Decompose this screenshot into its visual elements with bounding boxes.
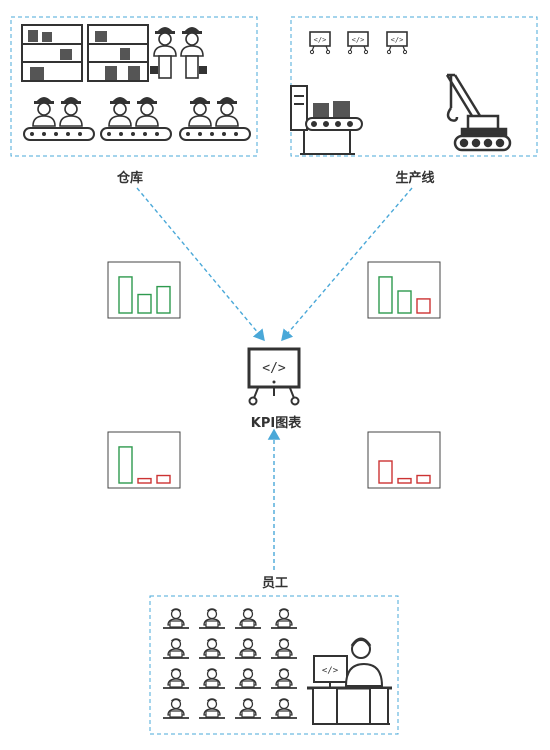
connectors bbox=[136, 187, 413, 570]
worker-icon bbox=[150, 26, 207, 79]
mini-chart-bar bbox=[397, 477, 412, 484]
mini-chart-top-left bbox=[107, 261, 181, 319]
employee-desk-icon bbox=[162, 608, 298, 719]
employee-desk-icon bbox=[234, 668, 262, 689]
crane-icon bbox=[445, 73, 512, 152]
mini-chart-bar bbox=[416, 474, 431, 484]
employee-desk-icon bbox=[162, 698, 190, 719]
warehouse-frame bbox=[10, 16, 258, 157]
kpi-chart-label: KPI图表 bbox=[250, 416, 302, 431]
production-label: 生产线 bbox=[395, 171, 435, 186]
mini-chart-bar bbox=[378, 460, 393, 484]
production-group bbox=[290, 16, 538, 157]
employee-desk-icon bbox=[270, 638, 298, 659]
mini-charts bbox=[107, 261, 441, 489]
mini-chart-bar bbox=[397, 290, 412, 314]
svg-text:</>: </> bbox=[322, 666, 339, 676]
mini-chart-bar bbox=[378, 276, 393, 314]
mini-chart-bar bbox=[156, 285, 171, 314]
mini-chart-top-right bbox=[367, 261, 441, 319]
mini-chart-bar bbox=[137, 293, 152, 314]
warehouse-group bbox=[10, 16, 258, 157]
staff-group: </> bbox=[149, 595, 399, 735]
employee-desk-icon bbox=[270, 668, 298, 689]
employee-desk-icon bbox=[234, 638, 262, 659]
mini-chart-bar bbox=[118, 276, 133, 314]
employee-desk-icon bbox=[198, 608, 226, 629]
conveyor-worker-icon bbox=[23, 96, 251, 141]
kpi-monitor-icon: </> bbox=[247, 347, 301, 406]
connector-production-to-kpi bbox=[281, 187, 413, 342]
mini-chart-bar bbox=[137, 477, 152, 484]
shelving-icon bbox=[21, 24, 149, 82]
staff-label: 员工 bbox=[261, 576, 288, 591]
mini-chart-bottom-right bbox=[367, 431, 441, 489]
employee-desk-icon bbox=[162, 608, 190, 629]
support-agent-icon: </> bbox=[307, 637, 392, 725]
employee-desk-icon bbox=[198, 668, 226, 689]
employee-desk-icon bbox=[198, 638, 226, 659]
staff-frame bbox=[149, 595, 399, 735]
monitor-icon bbox=[309, 31, 408, 55]
conveyor-belt-icon bbox=[290, 85, 363, 155]
employee-desk-icon bbox=[270, 698, 298, 719]
employee-desk-icon bbox=[162, 668, 190, 689]
warehouse-label: 仓库 bbox=[116, 171, 143, 186]
employee-desk-icon bbox=[162, 638, 190, 659]
mini-chart-bar bbox=[416, 298, 431, 314]
mini-chart-bar bbox=[156, 474, 171, 484]
connector-warehouse-to-kpi bbox=[136, 187, 265, 342]
employee-desk-icon bbox=[234, 698, 262, 719]
svg-text:</>: </> bbox=[262, 361, 286, 376]
mini-chart-bottom-left bbox=[107, 431, 181, 489]
employee-desk-icon bbox=[270, 608, 298, 629]
employee-desk-icon bbox=[198, 698, 226, 719]
mini-chart-bar bbox=[118, 446, 133, 484]
employee-desk-icon bbox=[234, 608, 262, 629]
